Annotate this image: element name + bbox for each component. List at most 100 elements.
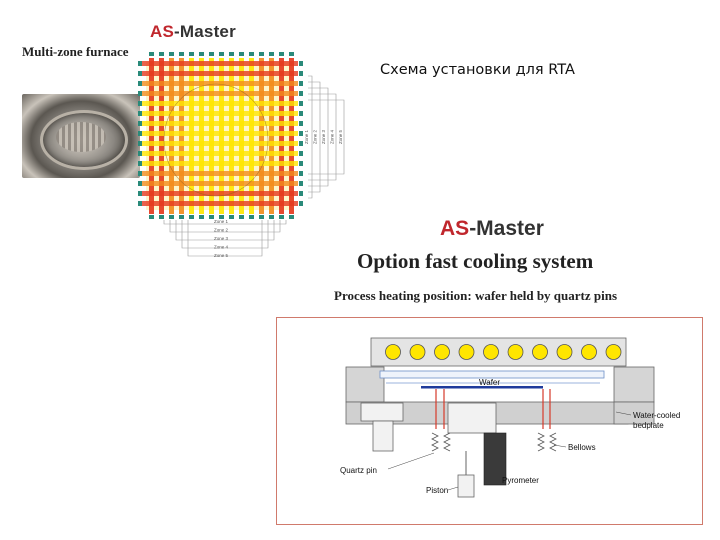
zone-wiring <box>163 75 345 257</box>
bedplate-label-1: Water-cooled <box>633 411 680 420</box>
bottom-zone-label: Zone 4 <box>214 245 229 250</box>
clamp-bottom <box>279 215 284 219</box>
left-block <box>360 402 404 422</box>
right-zone-label: Zone 4 <box>330 129 335 144</box>
bedplate-leader <box>615 411 632 416</box>
clamp-bottom <box>259 215 264 219</box>
clamp-top <box>149 52 154 56</box>
clamp-left <box>138 141 142 146</box>
clamp-bottom <box>179 215 184 219</box>
horizontal-lamp <box>142 161 298 166</box>
clamp-right <box>299 91 303 96</box>
halogen-lamp <box>385 344 401 360</box>
logo-master-part: -Master <box>174 22 236 41</box>
right-zone-label: Zone 1 <box>304 129 309 144</box>
horizontal-lamp <box>142 71 298 76</box>
horizontal-lamp <box>142 61 298 66</box>
horizontal-lamp <box>142 141 298 146</box>
right-zone-wire <box>308 93 337 181</box>
clamp-left <box>138 81 142 86</box>
horizontal-lamp <box>142 171 298 176</box>
wafer-label: Wafer <box>479 378 500 387</box>
clamp-top <box>229 52 234 56</box>
pyrometer-tube <box>483 432 507 486</box>
clamp-right <box>299 151 303 156</box>
bottom-zone-wire <box>175 220 275 241</box>
clamp-left <box>138 121 142 126</box>
clamp-left <box>138 181 142 186</box>
horizontal-lamp <box>142 201 298 206</box>
clamp-right <box>299 81 303 86</box>
logo-as-part: AS <box>150 22 175 41</box>
halogen-lamp <box>434 344 450 360</box>
right-zone-label: Zone 2 <box>313 129 318 144</box>
fast-cooling-diagram: Wafer Water-cooled bedplate Bellows Quar… <box>340 337 680 498</box>
pyrometer-label: Pyrometer <box>502 476 539 485</box>
bedplate-right <box>613 401 655 425</box>
clamp-bottom <box>169 215 174 219</box>
clamp-top <box>279 52 284 56</box>
wafer-outline <box>163 83 269 197</box>
right-zone-label: Zone 5 <box>338 129 343 144</box>
horizontal-lamp <box>142 111 298 116</box>
logo-as-part: AS <box>440 217 470 240</box>
clamp-bottom <box>249 215 254 219</box>
slide-title: Схема установки для RTA <box>380 62 575 78</box>
clamp-top <box>199 52 204 56</box>
lamp-clamps <box>138 52 303 219</box>
clamp-right <box>299 201 303 206</box>
bedplate-label-2: bedplate <box>633 421 664 430</box>
bottom-zone-label: Zone 3 <box>214 236 229 241</box>
halogen-lamp <box>507 344 524 360</box>
clamp-top <box>289 52 294 56</box>
as-master-logo-right: AS-Master <box>440 217 544 241</box>
horizontal-lamp <box>142 191 298 196</box>
bottom-zone-wire <box>181 220 269 249</box>
halogen-lamp <box>581 344 597 360</box>
horizontal-lamp <box>142 91 298 96</box>
clamp-left <box>138 201 142 206</box>
right-zone-wire <box>308 99 345 175</box>
bellows-leader <box>553 444 567 448</box>
horizontal-lamp <box>142 121 298 126</box>
clamp-bottom <box>239 215 244 219</box>
clamp-right <box>299 121 303 126</box>
bellows-left <box>431 432 451 452</box>
quartz-window <box>379 370 605 379</box>
clamp-right <box>299 131 303 136</box>
piston <box>457 474 475 498</box>
clamp-left <box>138 191 142 196</box>
quartz-pin-label: Quartz pin <box>340 466 377 475</box>
left-foot <box>372 420 394 452</box>
bottom-zone-label: Zone 1 <box>214 219 229 224</box>
wafer <box>421 386 543 389</box>
clamp-top <box>209 52 214 56</box>
center-block <box>447 402 497 434</box>
clamp-bottom <box>229 215 234 219</box>
multi-zone-furnace-title: Multi-zone furnace <box>22 44 129 59</box>
piston-label: Piston <box>426 486 448 495</box>
process-heating-subtitle: Process heating position: wafer held by … <box>334 288 618 303</box>
clamp-bottom <box>269 215 274 219</box>
furnace-photo <box>22 94 140 178</box>
bellows-label: Bellows <box>568 443 596 452</box>
clamp-right <box>299 71 303 76</box>
clamp-top <box>159 52 164 56</box>
clamp-right <box>299 61 303 66</box>
bellows-right <box>537 432 557 452</box>
horizontal-lamps <box>142 61 298 206</box>
clamp-right <box>299 191 303 196</box>
halogen-lamp <box>556 344 573 360</box>
clamp-left <box>138 151 142 156</box>
clamp-left <box>138 161 142 166</box>
clamp-top <box>249 52 254 56</box>
horizontal-lamp <box>142 101 298 106</box>
clamp-bottom <box>219 215 224 219</box>
fast-cooling-title: Option fast cooling system <box>357 249 594 273</box>
clamp-left <box>138 71 142 76</box>
clamp-bottom <box>209 215 214 219</box>
right-zone-wire <box>308 87 329 187</box>
chamber-left-wall <box>345 366 385 403</box>
